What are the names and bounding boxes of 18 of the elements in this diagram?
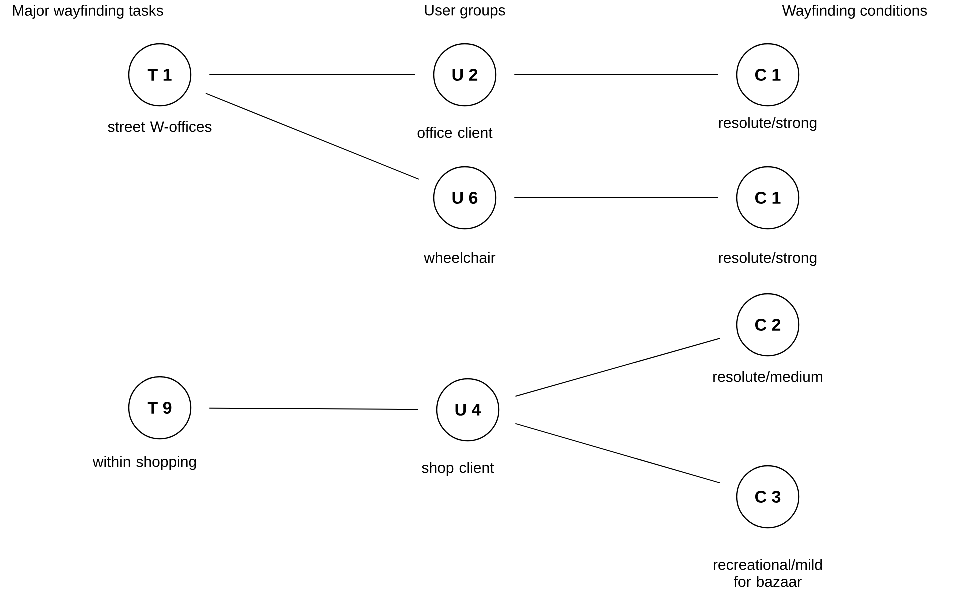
node-caption: office client [418,127,493,138]
column-heading: Major wayfinding tasks [13,5,164,19]
connector-line [515,423,721,484]
node-caption: wheelchair [424,252,496,264]
connector-line [209,74,416,76]
node-caption: resolute/strong [719,252,817,266]
node-caption: recreational/mild for bazaar [714,559,822,588]
node-caption: within shopping [92,456,196,470]
node-caption: shop client [422,462,494,476]
column-heading: Wayfinding conditions [782,5,928,19]
node-caption: resolute/strong [719,117,817,132]
column-heading: User groups [425,5,506,19]
connector-line [514,74,719,76]
connector-line [206,93,420,180]
connector-line [515,338,721,397]
node-caption: resolute/medium [714,371,822,382]
node-caption: street W-offices [108,121,212,132]
connector-line [209,408,419,410]
